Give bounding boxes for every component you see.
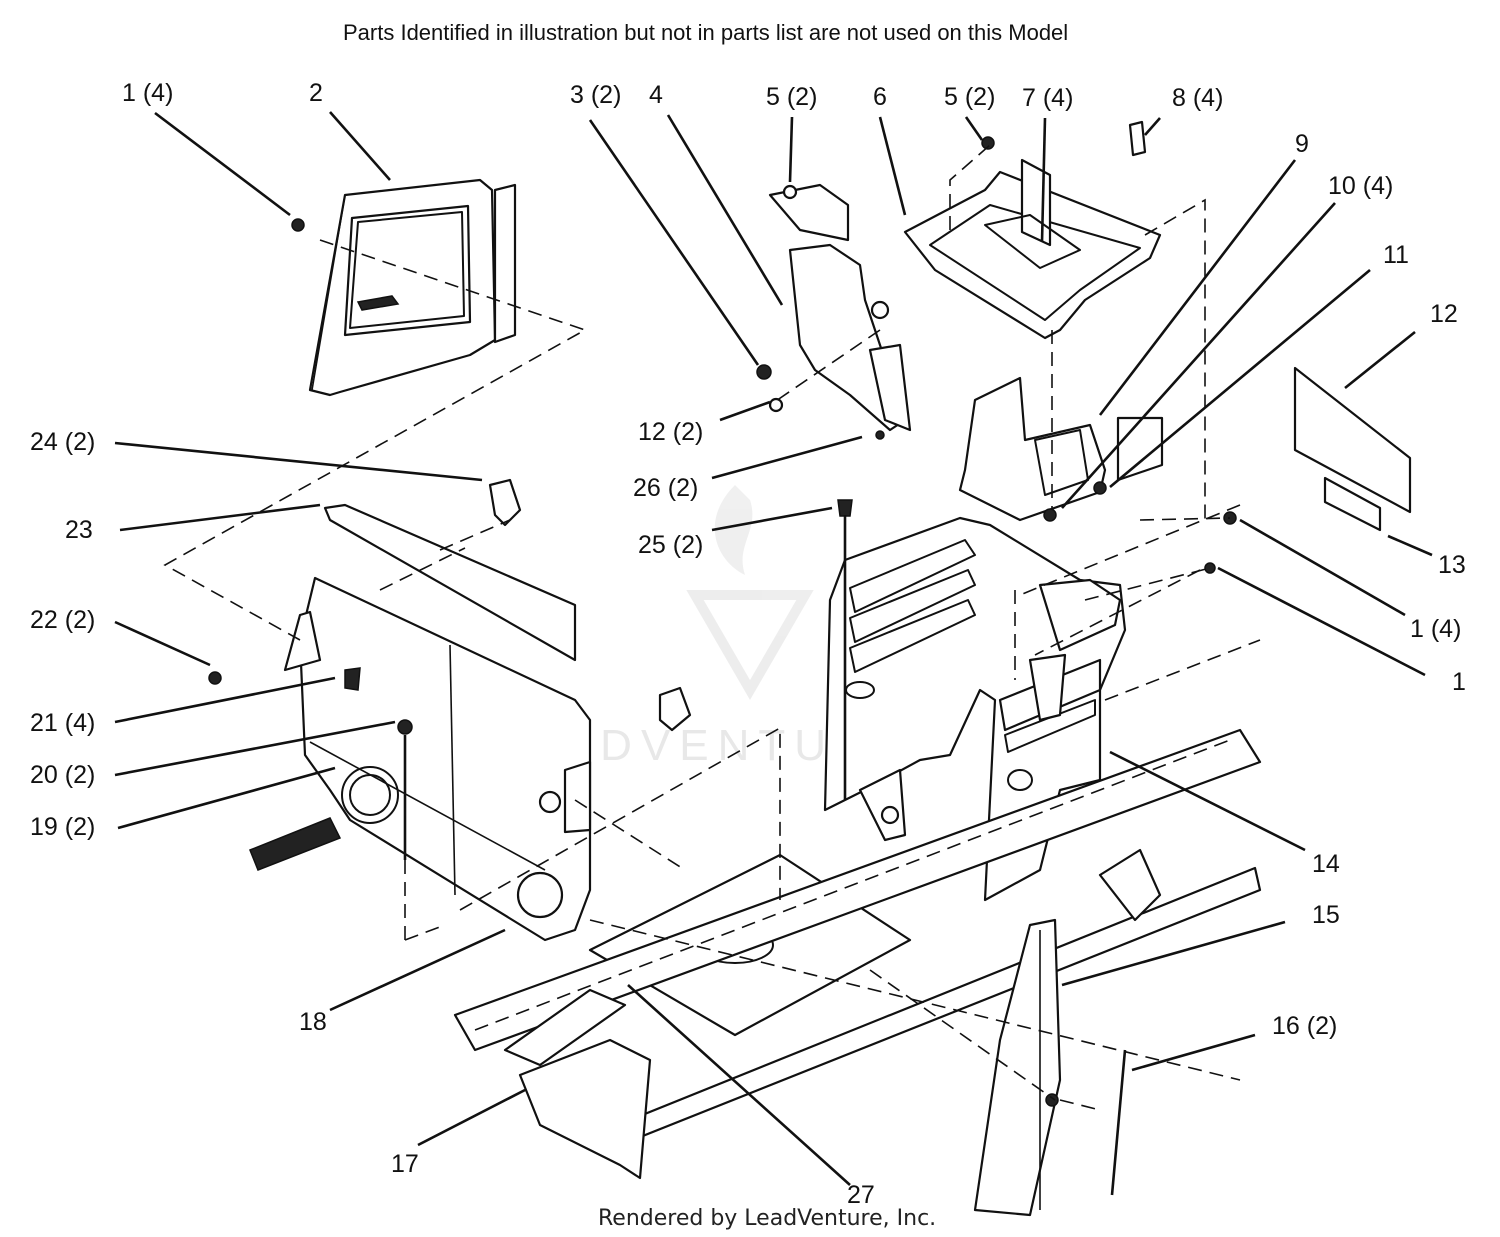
callout-8: 8 (4) [1172, 84, 1223, 112]
callout-5-left: 5 (2) [766, 83, 817, 111]
part-frame-chassis [453, 728, 1262, 1180]
part-20-bolt [397, 719, 413, 735]
callout-7: 7 (4) [1022, 84, 1073, 112]
callout-1-4-top: 1 (4) [122, 79, 173, 107]
callout-21: 21 (4) [30, 709, 95, 737]
part-13-decal [1323, 476, 1382, 532]
callout-23: 23 [65, 516, 93, 544]
footer-credit: Rendered by LeadVenture, Inc. [598, 1206, 936, 1231]
part-1-bolt-right-b [1204, 562, 1216, 574]
callout-20: 20 (2) [30, 761, 95, 789]
callout-14: 14 [1312, 850, 1340, 878]
part-2-panel [308, 178, 517, 397]
v-logo-icon [686, 590, 814, 700]
part-11-nut [1093, 481, 1107, 495]
callout-6: 6 [873, 83, 887, 111]
part-12-decal [1293, 366, 1412, 514]
part-23-rail [323, 503, 577, 662]
part-21-wingnut [344, 667, 361, 691]
callout-26: 26 (2) [633, 474, 698, 502]
callout-18: 18 [299, 1008, 327, 1036]
callout-19: 19 (2) [30, 813, 95, 841]
callout-25: 25 (2) [638, 531, 703, 559]
callout-3: 3 (2) [570, 81, 621, 109]
part-4-bracket [768, 183, 912, 432]
callout-16: 16 (2) [1272, 1012, 1337, 1040]
callout-13: 13 [1438, 551, 1466, 579]
part-25-bolt-head [837, 499, 853, 517]
part-24-latch-lower [658, 686, 692, 732]
part-9-bracket [958, 376, 1164, 522]
part-6-battery-tray [903, 120, 1162, 340]
part-10-nut [1043, 508, 1057, 522]
callout-22: 22 (2) [30, 606, 95, 634]
callout-24: 24 (2) [30, 428, 95, 456]
callout-12-2: 12 (2) [638, 418, 703, 446]
callout-2: 2 [309, 79, 323, 107]
callout-4: 4 [649, 81, 663, 109]
part-3-nut [756, 364, 772, 380]
part-26-screw [875, 430, 885, 440]
callout-12: 12 [1430, 300, 1458, 328]
callout-11: 11 [1383, 241, 1409, 269]
alignment-lines [163, 144, 1261, 1111]
header-note: Parts Identified in illustration but not… [343, 20, 1068, 45]
callout-1-4-right: 1 (4) [1410, 615, 1461, 643]
callout-1-right: 1 [1452, 668, 1466, 696]
callout-labels: 1 (4) 2 3 (2) 4 5 (2) 6 5 (2) 7 (4) 8 (4… [30, 79, 1466, 1209]
part-8-clip [1128, 120, 1147, 157]
leader-lines [114, 111, 1433, 1186]
part-16-strip [1110, 1049, 1127, 1196]
part-left-side-panel [249, 576, 592, 942]
part-12-washer [768, 397, 784, 413]
callout-17: 17 [391, 1150, 419, 1178]
part-5-screw [981, 136, 995, 150]
callout-5-right: 5 (2) [944, 83, 995, 111]
part-24-latch-upper [488, 478, 522, 527]
callout-9: 9 [1295, 130, 1309, 158]
callout-27: 27 [847, 1181, 875, 1209]
callout-15: 15 [1312, 901, 1340, 929]
callout-10: 10 (4) [1328, 172, 1393, 200]
flame-logo-icon [714, 485, 753, 575]
part-screw-skirt [1045, 1093, 1059, 1107]
part-15-side-skirt [973, 918, 1062, 1217]
part-22-screw [208, 671, 222, 685]
part-1-bolt [291, 218, 305, 232]
